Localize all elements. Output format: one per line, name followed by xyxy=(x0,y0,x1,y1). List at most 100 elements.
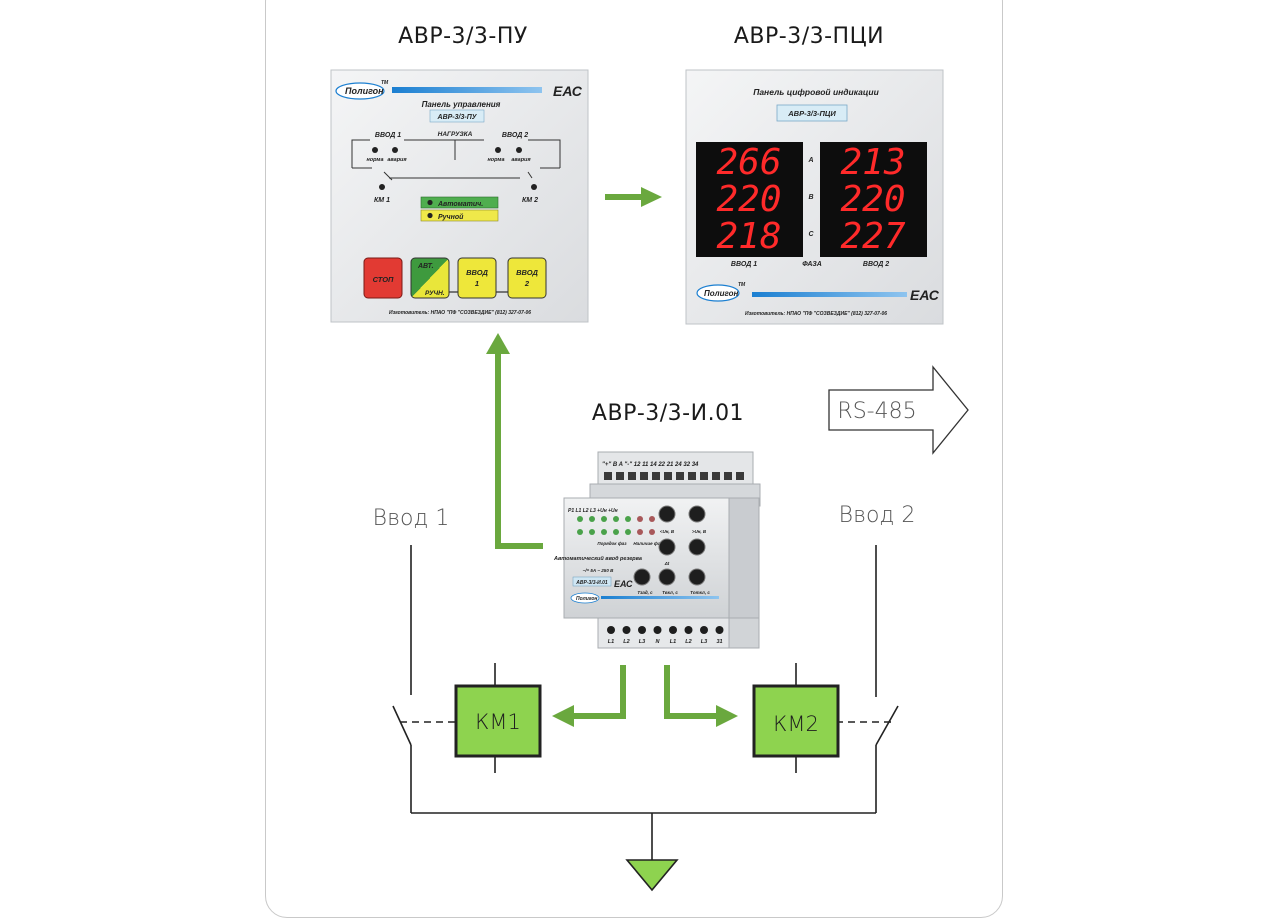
status-leds xyxy=(577,516,655,535)
svg-text:~/= 5А ~ 250 В: ~/= 5А ~ 250 В xyxy=(583,568,614,573)
main-device: "+" B A "-" 12 11 14 22 21 24 32 34 P1 L… xyxy=(553,451,761,649)
auto-manual-button[interactable]: АВТ. РУЧН. xyxy=(410,257,450,299)
led-km1 xyxy=(379,184,385,190)
svg-text:ВВОД: ВВОД xyxy=(516,268,538,277)
svg-text:TM: TM xyxy=(738,282,746,288)
brand-logo: Полигон TM xyxy=(696,282,746,302)
svg-text:Полигон: Полигон xyxy=(704,289,738,298)
terminal-screw xyxy=(638,626,646,634)
contactor-km1-label: КМ1 xyxy=(475,710,521,734)
terminal-screw xyxy=(607,626,615,634)
indication-panel: Панель цифровой индикации АВР-3/3-ПЦИ 26… xyxy=(685,69,944,325)
svg-text:НАГРУЗКА: НАГРУЗКА xyxy=(438,131,473,138)
svg-text:авария: авария xyxy=(511,157,531,163)
terminal-label: 31 xyxy=(716,639,722,645)
phase-label: B xyxy=(808,194,813,201)
svg-text:авария: авария xyxy=(387,157,407,163)
rs485-label: RS-485 xyxy=(837,399,916,424)
svg-text:Δt: Δt xyxy=(664,561,670,566)
arrow-to-control-panel xyxy=(486,333,543,549)
svg-text:КМ 1: КМ 1 xyxy=(374,197,390,204)
blue-strip xyxy=(752,292,907,297)
pu-title: АВР-3/3-ПУ xyxy=(398,24,528,49)
arrow-to-km2 xyxy=(664,665,738,727)
svg-text:Tвкл, с: Tвкл, с xyxy=(662,590,678,595)
phase-label: C xyxy=(808,231,814,238)
mode-manual-indicator xyxy=(420,209,499,222)
pci-model-label: АВР-3/3-ПЦИ xyxy=(787,109,836,118)
svg-text:Полигон: Полигон xyxy=(576,596,597,602)
device-model-label: АВР-3/3-И.01 xyxy=(575,580,608,586)
top-terminal-labels: "+" B A "-" 12 11 14 22 21 24 32 34 xyxy=(602,462,699,468)
pu-model-label: АВР-3/3-ПУ xyxy=(437,114,478,121)
eac-mark: ЕАС xyxy=(553,83,583,99)
terminal-label: L1 xyxy=(670,639,676,645)
terminal-label: L3 xyxy=(639,639,645,645)
display-value-input2: 227 xyxy=(840,216,905,257)
mode-auto-indicator xyxy=(420,196,499,209)
svg-text:Полигон: Полигон xyxy=(345,86,384,96)
terminal-label: N xyxy=(656,639,661,645)
pu-maker-line: Изготовитель: НПАО "ПФ "СОЗВЕЗДИЕ" (812)… xyxy=(389,310,531,316)
input2-button[interactable]: ВВОД 2 xyxy=(507,257,547,299)
brand-logo: Полигон TM xyxy=(335,80,389,100)
eac-mark: ЕАС xyxy=(614,579,633,589)
terminal-screw xyxy=(700,626,708,634)
pci-heading: Панель цифровой индикации xyxy=(753,87,879,97)
main-device-title: АВР-3/3-И.01 xyxy=(592,401,744,426)
led-input2-normal xyxy=(495,147,501,153)
svg-text:ВВОД 1: ВВОД 1 xyxy=(375,132,401,139)
input1-label: Ввод 1 xyxy=(373,506,450,531)
svg-text:ВВОД 2: ВВОД 2 xyxy=(863,261,889,268)
display-value-input1: 218 xyxy=(716,216,781,257)
svg-text:Наличие фаз: Наличие фаз xyxy=(633,540,663,546)
control-panel: Полигон TM ЕАС Панель управления АВР-3/3… xyxy=(330,69,589,323)
svg-text:ВВОД 1: ВВОД 1 xyxy=(731,261,757,268)
pci-title: АВР-3/3-ПЦИ xyxy=(734,24,884,49)
svg-text:КМ 2: КМ 2 xyxy=(522,197,538,204)
input1-button[interactable]: ВВОД 1 xyxy=(457,257,497,299)
device-caption: Автоматический ввод резерва xyxy=(553,555,642,562)
svg-text:<Uн, В: <Uн, В xyxy=(660,529,675,534)
led-input1-fault xyxy=(392,147,398,153)
svg-text:норма: норма xyxy=(487,157,504,163)
terminal-screw xyxy=(653,626,662,634)
led-input2-fault xyxy=(516,147,522,153)
display-value-input2: 220 xyxy=(840,179,905,220)
setting-knobs[interactable] xyxy=(633,505,706,586)
terminal-screw xyxy=(622,626,631,634)
svg-text:ВВОД 2: ВВОД 2 xyxy=(502,132,528,139)
stop-button[interactable]: СТОП xyxy=(363,257,403,299)
arrow-to-km1 xyxy=(552,665,626,727)
display-value-input2: 213 xyxy=(840,142,905,183)
display-value-input1: 266 xyxy=(716,142,781,183)
led-row-labels: P1 L1 L2 L3 +Uн +Uн xyxy=(568,508,618,514)
svg-text:СТОП: СТОП xyxy=(373,275,394,284)
phase-label: A xyxy=(807,157,813,164)
svg-text:ВВОД: ВВОД xyxy=(466,268,488,277)
input2-label: Ввод 2 xyxy=(839,503,916,528)
svg-text:TM: TM xyxy=(381,80,389,86)
display-input1 xyxy=(696,142,803,257)
contactor-km2-label: КМ2 xyxy=(773,712,819,736)
rs485-arrow: RS-485 xyxy=(828,365,969,455)
svg-text:РУЧН.: РУЧН. xyxy=(425,290,445,297)
svg-text:норма: норма xyxy=(366,157,383,163)
pu-heading: Панель управления xyxy=(422,100,501,109)
brand-logo xyxy=(570,592,600,604)
pci-maker-line: Изготовитель: НПАО "ПФ "СОЗВЕЗДИЕ" (812)… xyxy=(745,311,887,317)
power-wiring xyxy=(392,545,899,860)
display-value-input1: 220 xyxy=(716,179,781,220)
load-output-symbol xyxy=(625,859,679,892)
led-km2 xyxy=(531,184,537,190)
display-input2 xyxy=(820,142,927,257)
terminal-screw xyxy=(684,626,693,634)
eac-mark: ЕАС xyxy=(910,287,940,303)
svg-text:Автоматич.: Автоматич. xyxy=(437,201,483,208)
svg-text:АВТ.: АВТ. xyxy=(417,263,434,270)
svg-text:Ручной: Ручной xyxy=(438,213,464,221)
terminal-label: L3 xyxy=(701,639,707,645)
